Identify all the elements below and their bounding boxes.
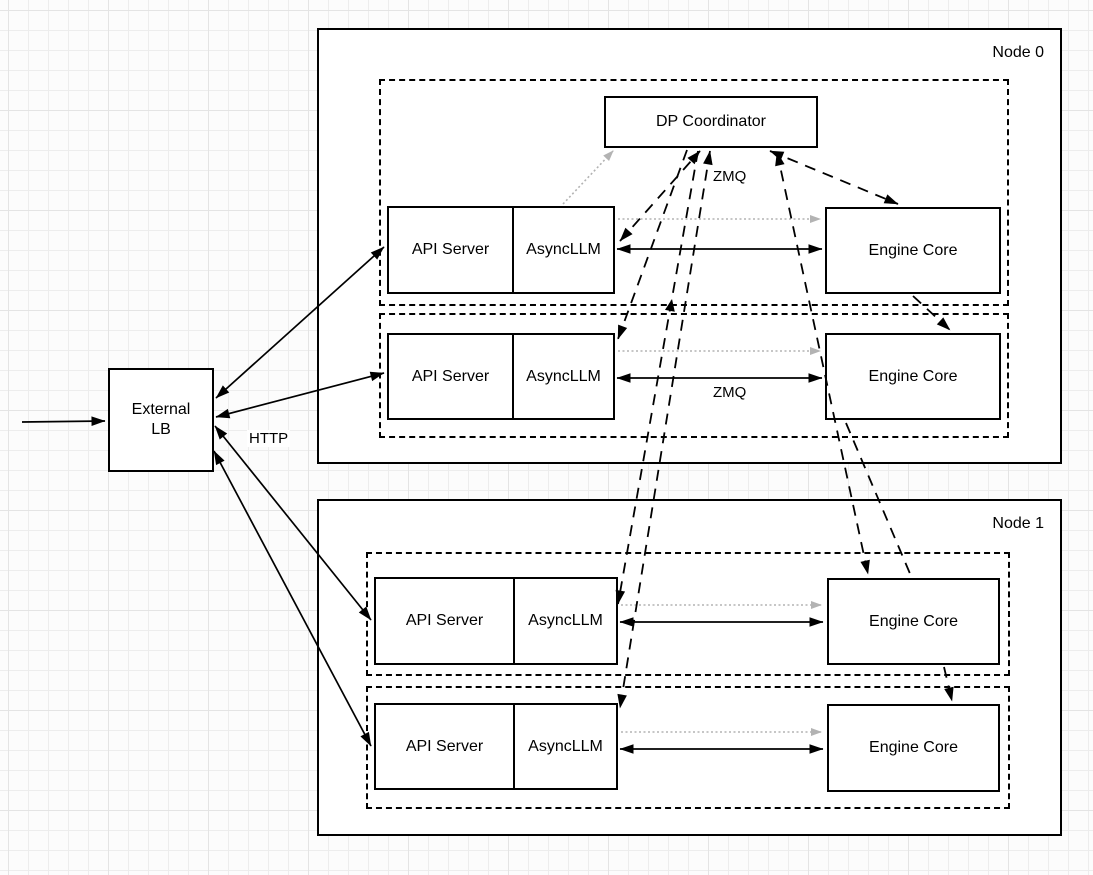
asyncllm-cell: AsyncLLM bbox=[528, 612, 603, 629]
engine-core-label: Engine Core bbox=[868, 241, 958, 259]
zmq-label-row2: ZMQ bbox=[713, 384, 747, 401]
asyncllm-cell: AsyncLLM bbox=[528, 737, 603, 755]
api-asyncllm-box-n0r2: API Server AsyncLLM bbox=[387, 333, 615, 420]
asyncllm-cell: AsyncLLM bbox=[526, 367, 601, 385]
engine-core-box-n1r1: Engine Core bbox=[827, 578, 1000, 665]
engine-core-box-n1r2: Engine Core bbox=[827, 704, 1000, 792]
api-server-cell: API Server bbox=[389, 208, 514, 292]
engine-core-box-n0r1: Engine Core bbox=[825, 207, 1001, 294]
api-server-cell: API Server bbox=[389, 335, 514, 418]
engine-core-label: Engine Core bbox=[868, 367, 958, 385]
dp-coordinator-label: DP Coordinator bbox=[656, 113, 766, 130]
node1-label: Node 1 bbox=[992, 515, 1044, 532]
asyncllm-cell: AsyncLLM bbox=[526, 241, 601, 258]
edge-inbound-to-lb bbox=[21, 416, 106, 426]
api-asyncllm-box-n1r1: API Server AsyncLLM bbox=[374, 577, 618, 665]
dp-coordinator-box: DP Coordinator bbox=[604, 96, 818, 148]
external-lb-box: External LB bbox=[108, 368, 214, 472]
api-asyncllm-box-n1r2: API Server AsyncLLM bbox=[374, 703, 618, 790]
external-lb-label: External LB bbox=[131, 401, 191, 438]
node0-label: Node 0 bbox=[992, 44, 1044, 61]
engine-core-label: Engine Core bbox=[869, 739, 958, 756]
zmq-label-coordinator: ZMQ bbox=[713, 168, 747, 185]
http-label: HTTP bbox=[247, 430, 291, 447]
api-asyncllm-box-n0r1: API Server AsyncLLM bbox=[387, 206, 615, 294]
engine-core-box-n0r2: Engine Core bbox=[825, 333, 1001, 420]
engine-core-label: Engine Core bbox=[869, 612, 958, 630]
api-server-cell: API Server bbox=[376, 579, 515, 663]
api-server-cell: API Server bbox=[376, 705, 515, 788]
